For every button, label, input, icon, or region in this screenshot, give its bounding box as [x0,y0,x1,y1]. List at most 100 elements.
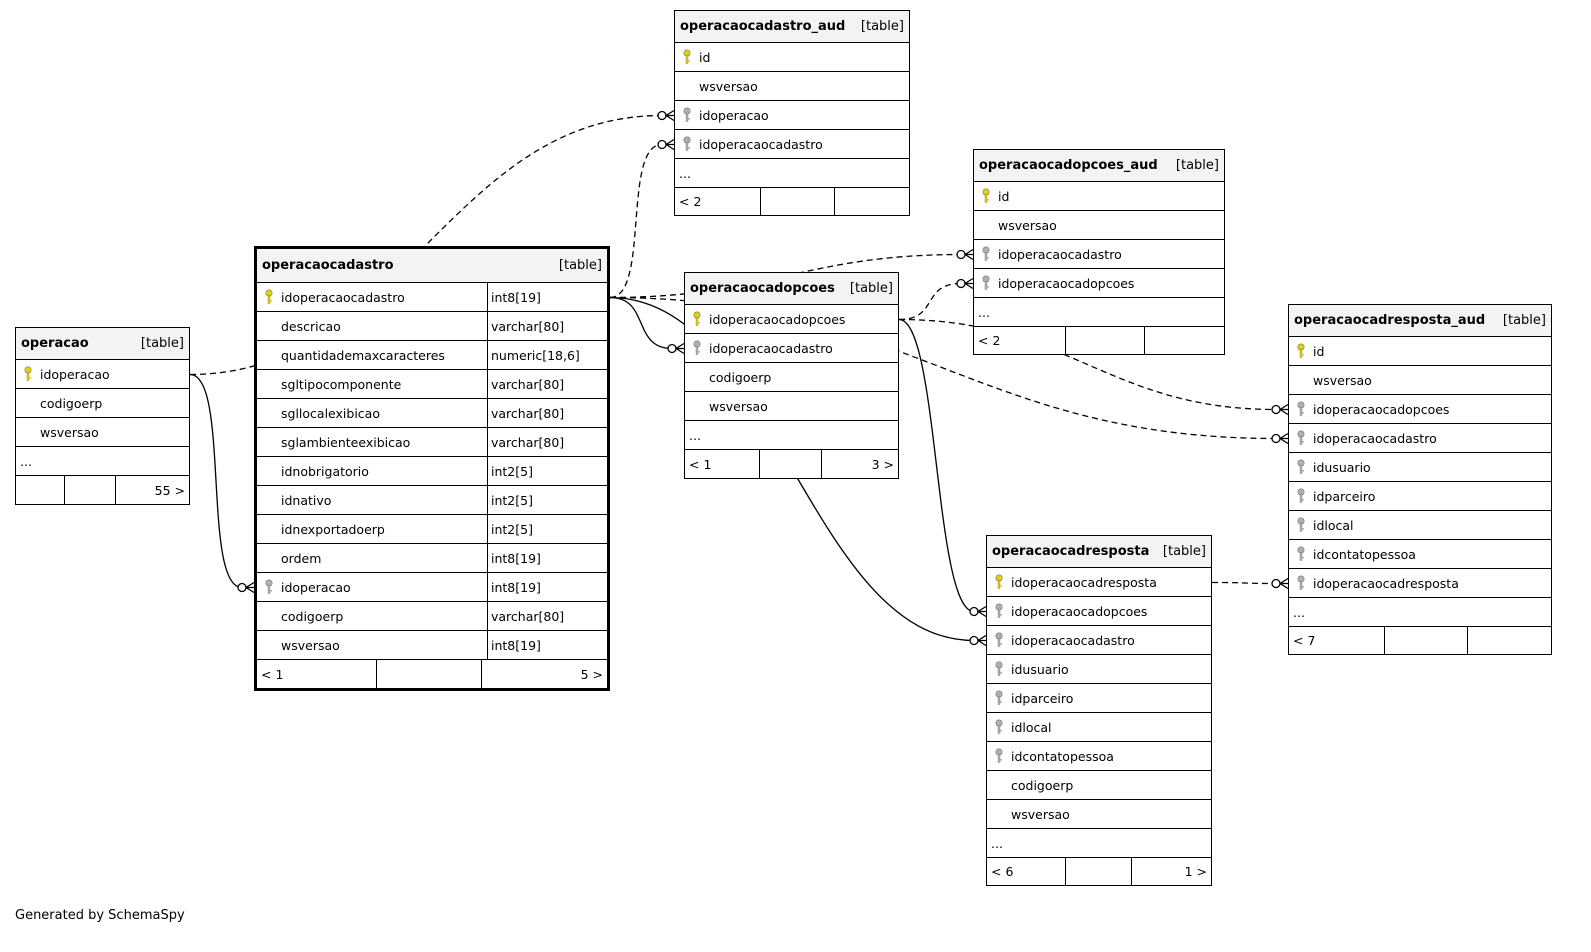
parents-count[interactable]: < 2 [974,327,1067,354]
table-name[interactable]: operacaocadastro_aud [680,19,846,34]
column-row[interactable]: idoperacaocadresposta [987,568,1211,597]
table-name[interactable]: operacaocadresposta_aud [1294,313,1486,328]
table-header[interactable]: operacao[table] [16,328,189,360]
children-count[interactable]: 1 > [1184,864,1208,879]
foreign-key-icon [257,579,281,595]
foreign-key-icon [1289,546,1313,562]
table-operacaocadresposta[interactable]: operacaocadresposta[table]idoperacaocadr… [986,535,1212,886]
column-row[interactable]: idcontatopessoa [987,742,1211,771]
table-header[interactable]: operacaocadastro [table] [257,249,607,283]
column-row[interactable]: idlocal [987,713,1211,742]
foreign-key-icon [987,632,1011,648]
column-name: idparceiro [1011,690,1074,706]
column-row[interactable]: wsversao [675,72,909,101]
column-row[interactable]: idoperacaocadopcoes [974,269,1224,298]
column-row[interactable]: idcontatopessoa [1289,540,1551,569]
optional-marker [237,582,247,593]
table-header[interactable]: operacaocadresposta_aud[table] [1289,305,1551,337]
column-row[interactable]: idusuario [987,655,1211,684]
table-name[interactable]: operacaocadopcoes [690,281,835,296]
column-row[interactable]: wsversao [1289,366,1551,395]
table-operacaocadopcoes[interactable]: operacaocadopcoes[table]idoperacaocadopc… [684,272,899,479]
parents-count[interactable]: < 1 [257,660,377,688]
column-row[interactable]: id [1289,337,1551,366]
parents-count[interactable]: < 6 [987,858,1067,885]
table-header[interactable]: operacaocadopcoes[table] [685,273,898,305]
column-name: idlocal [1313,517,1354,533]
column-row[interactable]: idusuario [1289,453,1551,482]
optional-marker [657,110,667,121]
column-row[interactable]: wsversao [987,800,1211,829]
column-row[interactable]: idoperacaocadastro [987,626,1211,655]
children-count[interactable]: 55 > [154,482,185,498]
column-row[interactable]: idoperacaocadresposta [1289,569,1551,598]
parents-count[interactable]: < 1 [685,450,761,478]
parents-count[interactable]: < 2 [675,188,762,215]
column-row[interactable]: idlocal [1289,511,1551,540]
column-row[interactable]: idoperacaocadastro [685,334,898,363]
column-row[interactable]: wsversao [974,211,1224,240]
relationship-edge [898,282,962,321]
foreign-key-icon [974,246,998,262]
column-type: varchar[80] [487,312,607,340]
primary-key-icon [257,289,281,305]
column-name: idoperacaocadopcoes [998,275,1135,291]
children-count[interactable]: 5 > [580,666,604,682]
foreign-key-icon [1289,517,1313,533]
column-row[interactable]: idoperacaocadastro [1289,424,1551,453]
column-row[interactable]: idoperacaocadastro [974,240,1224,269]
column-name: codigoerp [281,608,344,624]
foreign-key-icon [974,275,998,291]
column-row[interactable]: idparceiro [1289,482,1551,511]
table-name[interactable]: operacaocadopcoes_aud [979,158,1158,173]
column-row[interactable]: idoperacaocadopcoes [987,597,1211,626]
column-row[interactable]: idoperacaocadastro [675,130,909,159]
column-row[interactable]: idparceiro [987,684,1211,713]
column-row[interactable]: wsversao [16,418,189,447]
column-row[interactable]: codigoerp [987,771,1211,800]
column-row[interactable]: id [675,43,909,72]
table-footer: < 2 [675,188,909,215]
column-row[interactable]: wsversao [685,392,898,421]
column-name: codigoerp [709,369,772,385]
table-header[interactable]: operacaocadastro_aud[table] [675,11,909,43]
column-name: idcontatopessoa [1011,748,1114,764]
primary-key-icon [974,188,998,204]
table-name[interactable]: operacao [21,336,89,351]
table-operacaocadastro[interactable]: operacaocadastro [table] idoperacaocadastr… [254,246,610,691]
column-row[interactable]: idoperacaocadopcoes [685,305,898,334]
table-name[interactable]: operacaocadresposta [992,544,1150,559]
column-row[interactable]: idoperacao [675,101,909,130]
table-footer: < 2 [974,327,1224,354]
children-count[interactable]: 3 > [871,456,894,472]
table-header[interactable]: operacaocadresposta[table] [987,536,1211,568]
foreign-key-icon [675,136,699,152]
column-row[interactable]: idoperacaocadopcoes [1289,395,1551,424]
parents-count[interactable]: < 7 [1289,627,1386,654]
column-row[interactable]: id [974,182,1224,211]
column-row[interactable]: codigoerp [685,363,898,392]
table-header[interactable]: operacaocadopcoes_aud[table] [974,150,1224,182]
column-row[interactable]: codigoerp [16,389,189,418]
table-name[interactable]: operacaocadastro [262,258,394,273]
column-row[interactable]: idoperacao [16,360,189,389]
optional-marker [667,343,677,354]
table-type-label: [table] [558,258,602,273]
